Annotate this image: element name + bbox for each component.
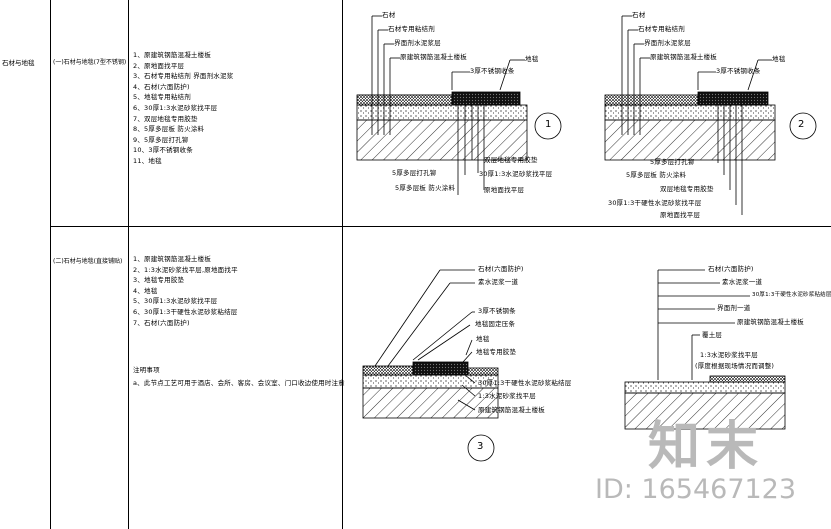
d3-label: 地毯专用胶垫 (476, 348, 517, 356)
d4-label: 覆土层 (702, 331, 723, 339)
step-item: 5、30厚1:3水泥砂浆找平层 (133, 297, 218, 306)
d1-label: 5厚多层板 防火涂料 (395, 184, 456, 192)
d1-label: 界面剂水泥浆层 (394, 39, 441, 47)
d2-label: 5厚多层板 防火涂料 (626, 171, 687, 179)
step-item: 3、地毯专用胶垫 (133, 276, 185, 285)
d1-label: 30厚1:3水泥砂浆找平层 (479, 170, 553, 178)
d2-label: 石材专用粘结剂 (638, 25, 685, 33)
d4-label: 石材(六面防护) (708, 265, 754, 273)
d1-label: 5厚多层打孔铆 (392, 169, 437, 177)
d2-label: 30厚1:3干硬性水泥砂浆找平层 (608, 199, 702, 207)
step-item: 10、3厚不锈钢收条 (133, 146, 193, 155)
section2-title: (二)石材与地毯(直接铺贴) (53, 258, 123, 265)
d1-label: 原地面找平层 (484, 186, 525, 194)
step-item: 8、5厚多层板 防火涂料 (133, 125, 205, 134)
watermark-id: ID: 165467123 (595, 474, 797, 505)
d2-label: 原地面找平层 (660, 211, 701, 219)
step-item: 4、石材(六面防护) (133, 82, 190, 91)
step-item: 3、石材专用粘结剂 界面剂水泥浆 (133, 72, 234, 81)
d1-label: 双层地毯专用胶垫 (484, 156, 538, 164)
step-item: 11、地毯 (133, 156, 162, 165)
d4-label: 1:3水泥砂浆找平层 (700, 351, 758, 359)
section2-steps: 1、原建筑钢筋混凝土楼板 2、1:3水泥砂浆找平层,原地面找平 3、地毯专用胶垫… (133, 254, 238, 328)
d3-label: 素水泥浆一道 (478, 278, 519, 286)
d1-label: 地毯 (525, 55, 539, 63)
step-item: 1、原建筑钢筋混凝土楼板 (133, 51, 212, 59)
d3-label: 地毯 (476, 335, 490, 343)
category-label: 石材与地毯 (2, 59, 35, 67)
d1-number: 1 (545, 119, 552, 130)
step-item: 5、地毯专用粘结剂 (133, 93, 191, 102)
step-item: 4、地毯 (133, 286, 158, 295)
d3-label: 石材(六面防护) (478, 265, 524, 273)
section1-title: (一)石材与地毯(7型不锈钢) (53, 59, 127, 66)
d2-number: 2 (798, 119, 805, 130)
section1-steps: 1、原建筑钢筋混凝土楼板 2、原地面找平层 3、石材专用粘结剂 界面剂水泥浆 4… (133, 50, 233, 167)
d3-number: 3 (477, 441, 484, 452)
step-item: 2、原地面找平层 (133, 61, 185, 70)
d2-label: 双层地毯专用胶垫 (660, 185, 714, 193)
d2-label: 5厚多层打孔铆 (650, 158, 695, 166)
d4-label: 素水泥浆一道 (722, 278, 763, 286)
d4-label: 界面剂一道 (717, 304, 751, 312)
d3-label: 30厚1:3干硬性水泥砂浆粘结层 (478, 379, 572, 387)
d3-label: 1:3水泥砂浆找平层 (478, 392, 536, 400)
d2-label: 地毯 (772, 55, 786, 63)
step-item: 6、30厚1:3干硬性水泥砂浆粘结层 (133, 307, 238, 316)
d4-label: (厚度根据现场情况而调整) (695, 362, 775, 370)
step-item: 1、原建筑钢筋混凝土楼板 (133, 255, 212, 263)
step-item: 9、5厚多层打孔铆 (133, 135, 189, 144)
d1-label: 石材 (382, 11, 396, 19)
d2-label: 原建筑钢筋混凝土楼板 (650, 53, 717, 61)
d1-label: 3厚不锈钢收条 (470, 67, 515, 75)
d2-label: 3厚不锈钢收条 (716, 67, 761, 75)
note-text: a、此节点工艺可用于酒店、会所、客房、会议室、门口收边使用时注意 (133, 379, 345, 387)
d2-label: 界面剂水泥浆层 (644, 39, 691, 47)
d1-label: 原建筑钢筋混凝土楼板 (400, 53, 467, 61)
step-item: 6、30厚1:3水泥砂浆找平层 (133, 103, 218, 112)
detail-1 (356, 15, 562, 195)
watermark-logo: 知末 (648, 417, 765, 477)
note-title: 注明事项 (133, 366, 160, 374)
d4-label: 30厚1:3干硬性水泥砂浆粘结层 (752, 292, 831, 298)
d2-label: 石材 (632, 11, 646, 19)
d1-label: 石材专用粘结剂 (388, 25, 435, 33)
step-item: 7、双层地毯专用胶垫 (133, 114, 198, 123)
d4-label: 原建筑钢筋混凝土楼板 (737, 318, 804, 326)
detail-2 (604, 15, 817, 215)
detail-3 (362, 269, 499, 462)
d3-label: 地毯固定压条 (475, 320, 516, 328)
step-item: 2、1:3水泥砂浆找平层,原地面找平 (133, 265, 238, 274)
detail-4 (624, 269, 786, 430)
d3-label: 3厚不锈钢条 (478, 307, 516, 315)
d3-label: 原建筑钢筋混凝土楼板 (478, 406, 545, 414)
step-item: 7、石材(六面防护) (133, 318, 190, 327)
